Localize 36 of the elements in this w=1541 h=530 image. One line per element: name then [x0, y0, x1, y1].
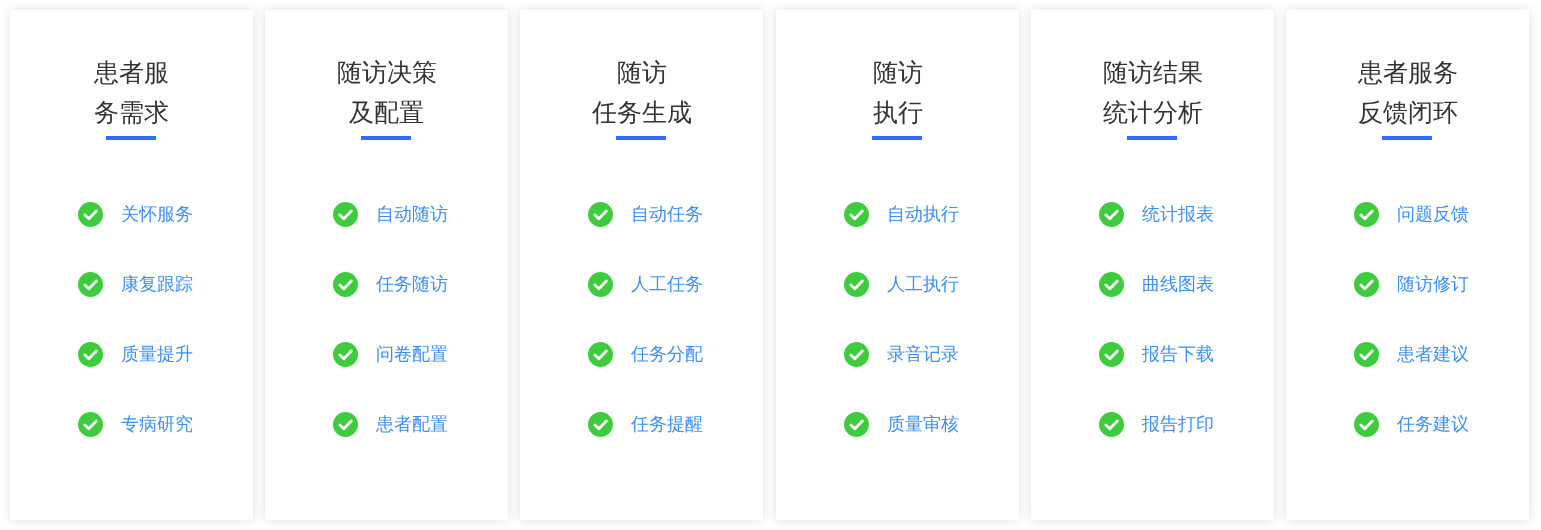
feature-card — [1031, 10, 1274, 520]
feature-item: 任务随访 — [376, 272, 448, 296]
feature-card — [265, 10, 508, 520]
card-heading: 随访结果统计分析 — [1102, 57, 1203, 129]
feature-item: 质量提升 — [121, 342, 193, 366]
feature-item: 任务建议 — [1397, 412, 1469, 436]
feature-item: 自动任务 — [631, 202, 703, 226]
feature-item: 随访修订 — [1397, 272, 1469, 296]
feature-item: 录音记录 — [887, 342, 959, 366]
feature-item: 患者配置 — [376, 412, 448, 436]
feature-item: 任务提醒 — [631, 412, 703, 436]
feature-item: 人工任务 — [631, 272, 703, 296]
feature-item: 自动执行 — [887, 202, 959, 226]
feature-item: 康复跟踪 — [121, 272, 193, 296]
feature-item: 报告打印 — [1142, 412, 1214, 436]
card-heading: 随访决策及配置 — [336, 57, 437, 129]
card-heading: 随访任务生成 — [591, 57, 692, 129]
feature-card — [1286, 10, 1529, 520]
card-heading: 患者服务反馈闭环 — [1357, 57, 1458, 129]
feature-item: 问题反馈 — [1397, 202, 1469, 226]
card-heading: 随访执行 — [872, 57, 923, 129]
feature-item: 患者建议 — [1397, 342, 1469, 366]
feature-item: 报告下载 — [1142, 342, 1214, 366]
feature-card — [10, 10, 253, 520]
feature-item: 关怀服务 — [121, 202, 193, 226]
feature-item: 曲线图表 — [1142, 272, 1214, 296]
feature-card — [776, 10, 1019, 520]
feature-item: 任务分配 — [631, 342, 703, 366]
feature-item: 质量审核 — [887, 412, 959, 436]
feature-item: 自动随访 — [376, 202, 448, 226]
feature-item: 专病研究 — [121, 412, 193, 436]
feature-item: 统计报表 — [1142, 202, 1214, 226]
card-heading: 患者服务需求 — [94, 57, 169, 129]
feature-card — [520, 10, 763, 520]
feature-item: 问卷配置 — [376, 342, 448, 366]
feature-item: 人工执行 — [887, 272, 959, 296]
